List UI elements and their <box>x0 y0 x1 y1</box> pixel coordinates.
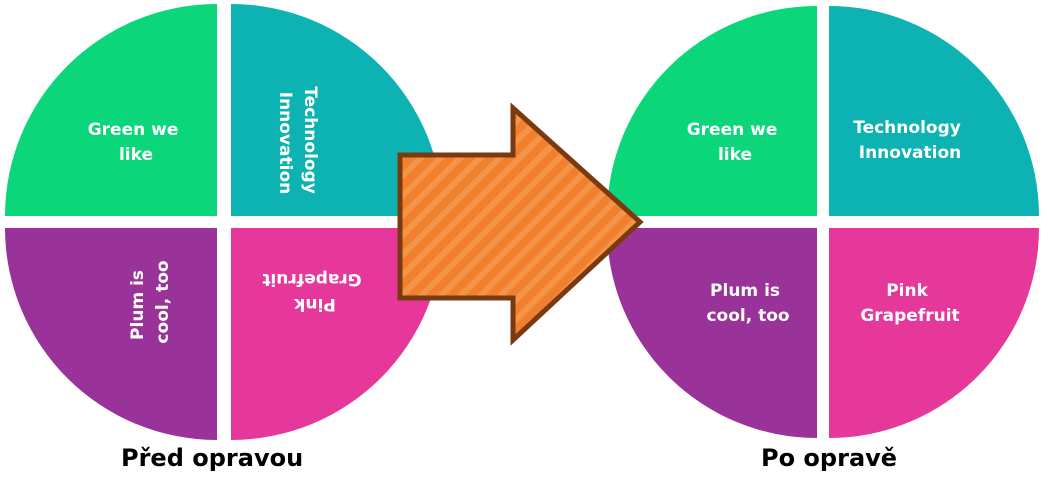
right-arrow-icon <box>397 102 644 346</box>
after-teal-line1: Technology <box>853 118 961 138</box>
before-pink-line1: Pink <box>293 294 335 314</box>
before-plum-quadrant <box>5 228 217 440</box>
before-diagram: Green we like Technology Innovation Plum… <box>5 4 443 440</box>
before-plum-line1: Plum is <box>128 270 148 340</box>
after-green-label: Green we like <box>687 120 784 165</box>
diagram-canvas: Green we like Technology Innovation Plum… <box>5 4 1039 440</box>
before-teal-label: Technology Innovation <box>275 86 320 200</box>
before-plum-label: Plum is cool, too <box>128 260 173 343</box>
after-diagram: Green we like Technology Innovation Plum… <box>607 6 1039 438</box>
before-caption: Před opravou <box>121 444 304 472</box>
after-teal-quadrant <box>829 6 1039 216</box>
after-green-line1: Green we <box>687 120 778 140</box>
before-green-line1: Green we <box>88 120 179 140</box>
after-pink-quadrant <box>829 228 1039 438</box>
after-plum-label: Plum is cool, too <box>706 281 789 326</box>
before-green-quadrant <box>5 4 217 216</box>
after-plum-line1: Plum is <box>710 281 780 301</box>
after-pink-line1: Pink <box>886 281 928 301</box>
before-teal-line1: Technology <box>300 86 320 194</box>
after-pink-label: Pink Grapefruit <box>860 281 959 326</box>
after-teal-label: Technology Innovation <box>853 118 967 163</box>
after-caption: Po opravě <box>761 444 898 472</box>
after-plum-quadrant <box>607 228 817 438</box>
after-green-quadrant <box>607 6 817 216</box>
before-teal-quadrant <box>231 4 443 216</box>
before-plum-line2: cool, too <box>153 260 173 343</box>
after-plum-line2: cool, too <box>706 306 789 326</box>
after-teal-line2: Innovation <box>859 143 962 163</box>
before-green-line2: like <box>119 145 153 165</box>
after-green-line2: like <box>718 145 752 165</box>
before-teal-line2: Innovation <box>275 92 295 195</box>
after-pink-line2: Grapefruit <box>860 306 959 326</box>
before-green-label: Green we like <box>88 120 185 165</box>
before-pink-quadrant <box>231 228 443 440</box>
before-pink-line2: Grapefruit <box>262 269 361 289</box>
before-pink-label: Pink Grapefruit <box>262 269 361 314</box>
